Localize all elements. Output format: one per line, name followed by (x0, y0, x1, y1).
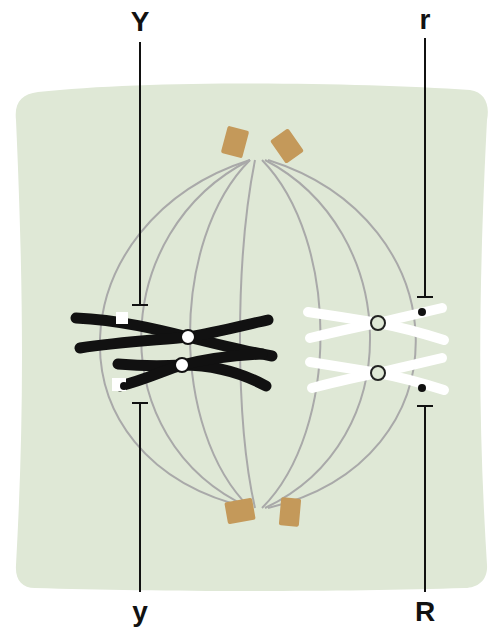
centromere (175, 358, 189, 372)
gene-label: r (420, 6, 431, 34)
chromatid (80, 320, 268, 348)
gene-locus (418, 384, 426, 392)
cell-body (16, 84, 488, 592)
leader-line (132, 403, 148, 592)
centriole (221, 126, 249, 159)
gene-label: y (132, 598, 148, 626)
black-homolog-pair (76, 312, 272, 391)
centromere (371, 316, 385, 330)
spindle-fiber (240, 160, 255, 508)
leader-line (417, 38, 433, 297)
spindle-fibers (100, 160, 416, 508)
chromatid (310, 308, 442, 338)
gene-locus (418, 308, 426, 316)
centromere (371, 366, 385, 380)
crossover-segment (116, 312, 128, 324)
centriole (270, 128, 304, 164)
centromere (181, 330, 195, 344)
centriole (224, 498, 255, 525)
chromatid (120, 354, 262, 386)
gene-locus (120, 382, 128, 390)
leader-lines (132, 38, 433, 592)
chromatid (312, 358, 442, 388)
leader-line (417, 406, 433, 592)
white-homolog-pair (308, 308, 444, 392)
leader-line (132, 42, 148, 305)
gene-label: R (415, 598, 435, 626)
centriole (279, 497, 301, 527)
gene-label: Y (131, 8, 150, 36)
